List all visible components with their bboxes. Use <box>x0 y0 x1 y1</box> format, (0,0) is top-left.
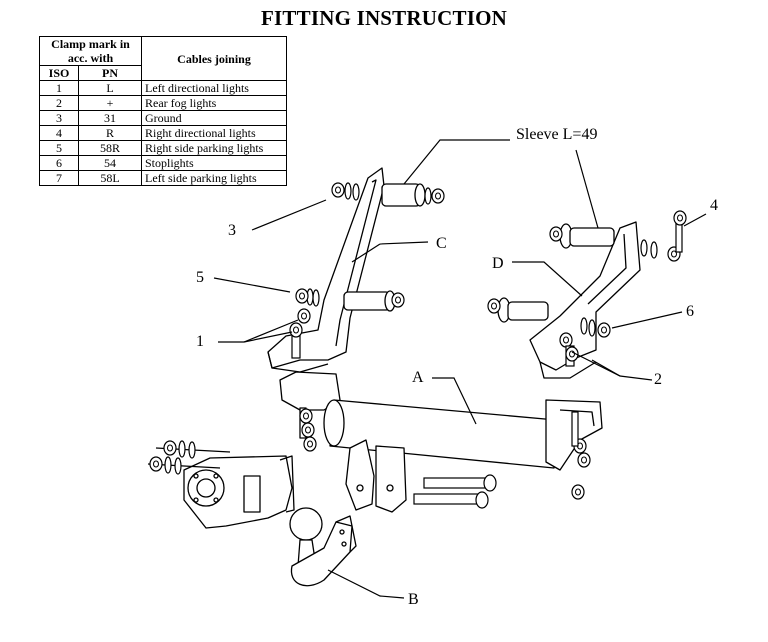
label-3: 3 <box>228 222 236 239</box>
label-c: C <box>436 235 447 252</box>
table-row: 4 R Right directional lights <box>39 125 287 141</box>
part-labels: Sleeve L=49 C D A B 1 2 3 4 5 6 <box>196 126 718 608</box>
desc-cell: Left side parking lights <box>141 170 287 186</box>
label-2: 2 <box>654 371 662 388</box>
sleeve-right-lower <box>497 297 549 323</box>
header-cables: Cables joining <box>141 36 287 81</box>
page-title: FITTING INSTRUCTION <box>261 6 507 30</box>
cross-tube-a <box>279 371 603 471</box>
desc-cell: Right side parking lights <box>141 140 287 156</box>
cables-table: Clamp mark in acc. with Cables joining I… <box>39 36 287 186</box>
pn-cell: 31 <box>78 110 142 126</box>
iso-cell: 7 <box>39 170 79 186</box>
table-row: 3 31 Ground <box>39 110 287 126</box>
long-bolts <box>413 474 497 509</box>
table-row: 7 58L Left side parking lights <box>39 170 287 186</box>
desc-cell: Right directional lights <box>141 125 287 141</box>
label-b: B <box>408 591 419 608</box>
tow-ball-b <box>289 507 357 587</box>
hitch-mount-plates <box>345 439 407 513</box>
label-1: 1 <box>196 333 204 350</box>
sleeve-lower-c <box>343 290 396 312</box>
label-6: 6 <box>686 303 694 320</box>
header-clamp: Clamp mark in acc. with <box>39 36 142 66</box>
leader-lines <box>213 139 707 599</box>
desc-cell: Ground <box>141 110 287 126</box>
label-d: D <box>492 255 504 272</box>
label-a: A <box>412 369 424 386</box>
label-4: 4 <box>710 197 718 214</box>
sleeve-right-upper <box>559 223 615 249</box>
label-5: 5 <box>196 269 204 286</box>
socket-plate <box>183 455 295 529</box>
label-sleeve: Sleeve L=49 <box>516 126 597 143</box>
bracket-c <box>267 167 385 373</box>
desc-cell: Stoplights <box>141 155 287 171</box>
sleeve-upper <box>381 183 426 207</box>
pn-cell: 54 <box>78 155 142 171</box>
header-pn: PN <box>78 65 142 81</box>
table-row: 6 54 Stoplights <box>39 155 287 171</box>
pn-cell: 58L <box>78 170 142 186</box>
